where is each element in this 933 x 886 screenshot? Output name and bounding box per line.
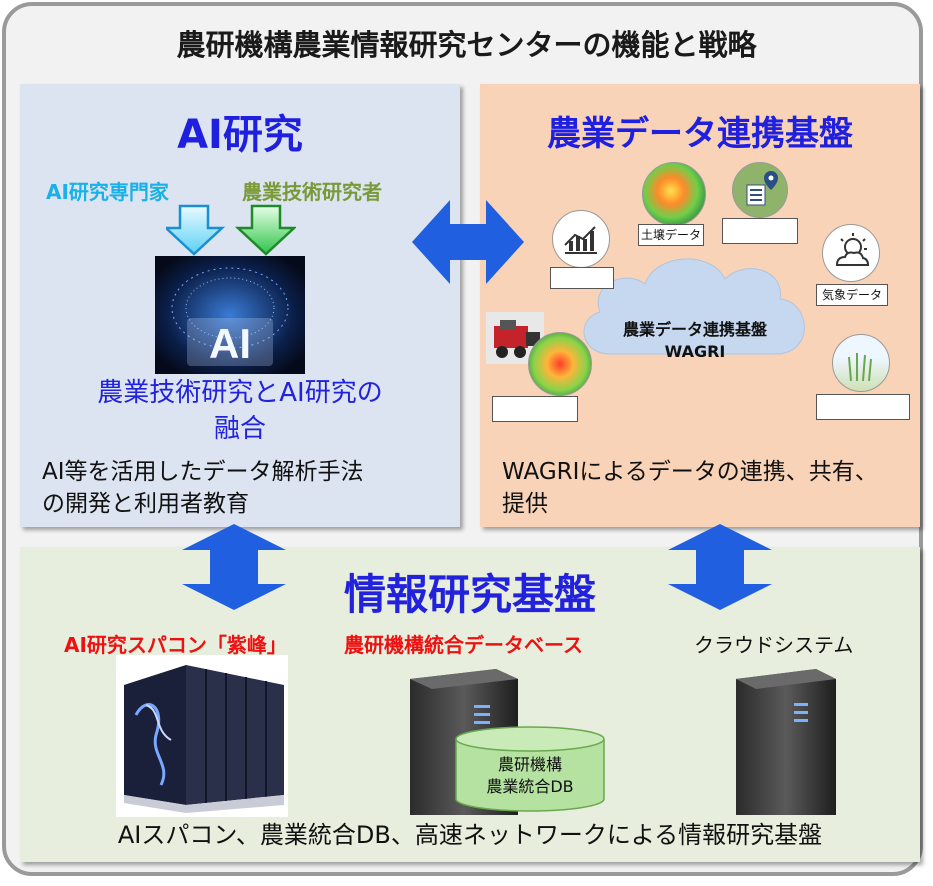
crop-bubble	[832, 334, 890, 392]
map-pin-icon	[746, 171, 778, 206]
ai-chip-text: AI	[209, 320, 251, 367]
data-platform-panel: 農業データ連携基盤 農業データ連携基盤 WAGRI 土壌データ 気象データ WA…	[480, 84, 920, 527]
horizontal-double-arrow-icon	[412, 200, 524, 284]
down-arrows-icon	[166, 204, 296, 256]
cloud-shape	[583, 258, 805, 355]
harvester-image	[486, 312, 544, 364]
cloud-server-icon	[736, 669, 836, 815]
weather-icon	[835, 233, 870, 266]
supercomputer-icon	[116, 655, 288, 817]
crop-icon	[848, 353, 872, 382]
supercomputer-label: AI研究スパコン「紫峰」	[64, 633, 287, 657]
weather-data-label: 気象データ	[816, 284, 888, 306]
data-heading: 農業データ連携基盤	[547, 114, 853, 154]
ai-expert-label: AI研究専門家	[46, 180, 169, 204]
fusion-line2: 融合	[213, 414, 266, 444]
ai-description-line1: AI等を活用したデータ解析手法	[42, 459, 364, 485]
data-description-line2: 提供	[502, 491, 548, 517]
map-bubble	[732, 162, 788, 218]
vertical-double-arrow-left-icon	[182, 524, 286, 610]
db-cylinder-line1: 農研機構	[497, 755, 562, 774]
vertical-double-arrow-right-icon	[668, 524, 772, 610]
info-infrastructure-panel: 情報研究基盤 AI研究スパコン「紫峰」 農研機構統合データベース クラウドシステ…	[20, 547, 920, 862]
crop-data-box	[816, 394, 910, 420]
database-icon	[455, 726, 605, 812]
cloud-label-line2: WAGRI	[664, 342, 726, 361]
cloud-label-line1: 農業データ連携基盤	[622, 320, 767, 339]
map-data-box	[722, 218, 798, 244]
chart-bubble	[552, 210, 610, 268]
weather-bubble	[822, 224, 880, 282]
soil-data-label: 土壌データ	[638, 224, 704, 246]
soil-heatmap-bubble	[642, 162, 706, 226]
data-description-line1: WAGRIによるデータの連携、共有、	[502, 459, 878, 485]
db-cylinder-line2: 農業統合DB	[486, 777, 574, 796]
ai-description-line2: の開発と利用者教育	[42, 491, 249, 517]
info-footer: AIスパコン、農業統合DB、高速ネットワークによる情報研究基盤	[117, 821, 823, 849]
yield-map-bubble	[528, 332, 592, 396]
ai-heading: AI研究	[177, 112, 303, 158]
yield-data-box	[492, 396, 578, 422]
chart-data-box	[550, 267, 614, 289]
agri-researcher-label: 農業技術研究者	[242, 180, 382, 204]
cloud-system-label: クラウドシステム	[694, 633, 854, 657]
chart-icon	[564, 226, 597, 254]
ai-research-panel: AI研究 AI研究専門家 農業技術研究者 AI 農業技術研究とAI研究の 融合 …	[20, 84, 460, 527]
page-title: 農研機構農業情報研究センターの機能と戦略	[176, 28, 757, 62]
fusion-line1: 農業技術研究とAI研究の	[97, 378, 383, 408]
ai-chip-image: AI	[155, 256, 305, 374]
database-label: 農研機構統合データベース	[344, 633, 583, 657]
info-heading: 情報研究基盤	[343, 570, 596, 619]
